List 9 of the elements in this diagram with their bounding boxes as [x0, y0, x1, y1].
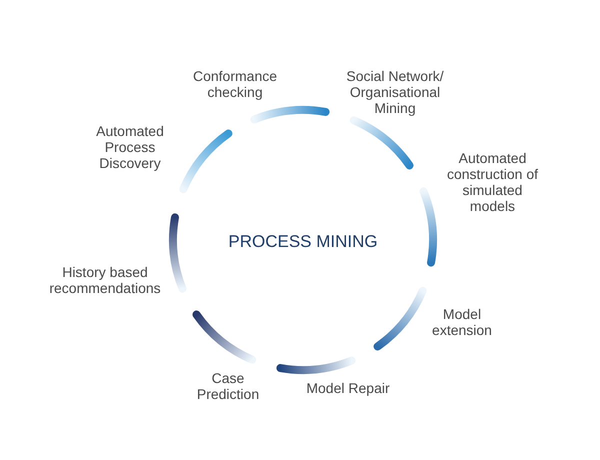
category-label: Automated construction of simulated models — [446, 150, 540, 214]
category-label: Automated Process Discovery — [95, 123, 165, 171]
category-label: Case Prediction — [196, 370, 260, 402]
category-label: Social Network/ Organisational Mining — [345, 68, 445, 116]
category-label: Conformance checking — [192, 68, 278, 100]
diagram-title: PROCESS MINING — [228, 232, 378, 252]
category-label: History based recommendations — [48, 264, 162, 296]
category-label: Model extension — [431, 306, 493, 338]
category-label: Model Repair — [305, 380, 391, 396]
